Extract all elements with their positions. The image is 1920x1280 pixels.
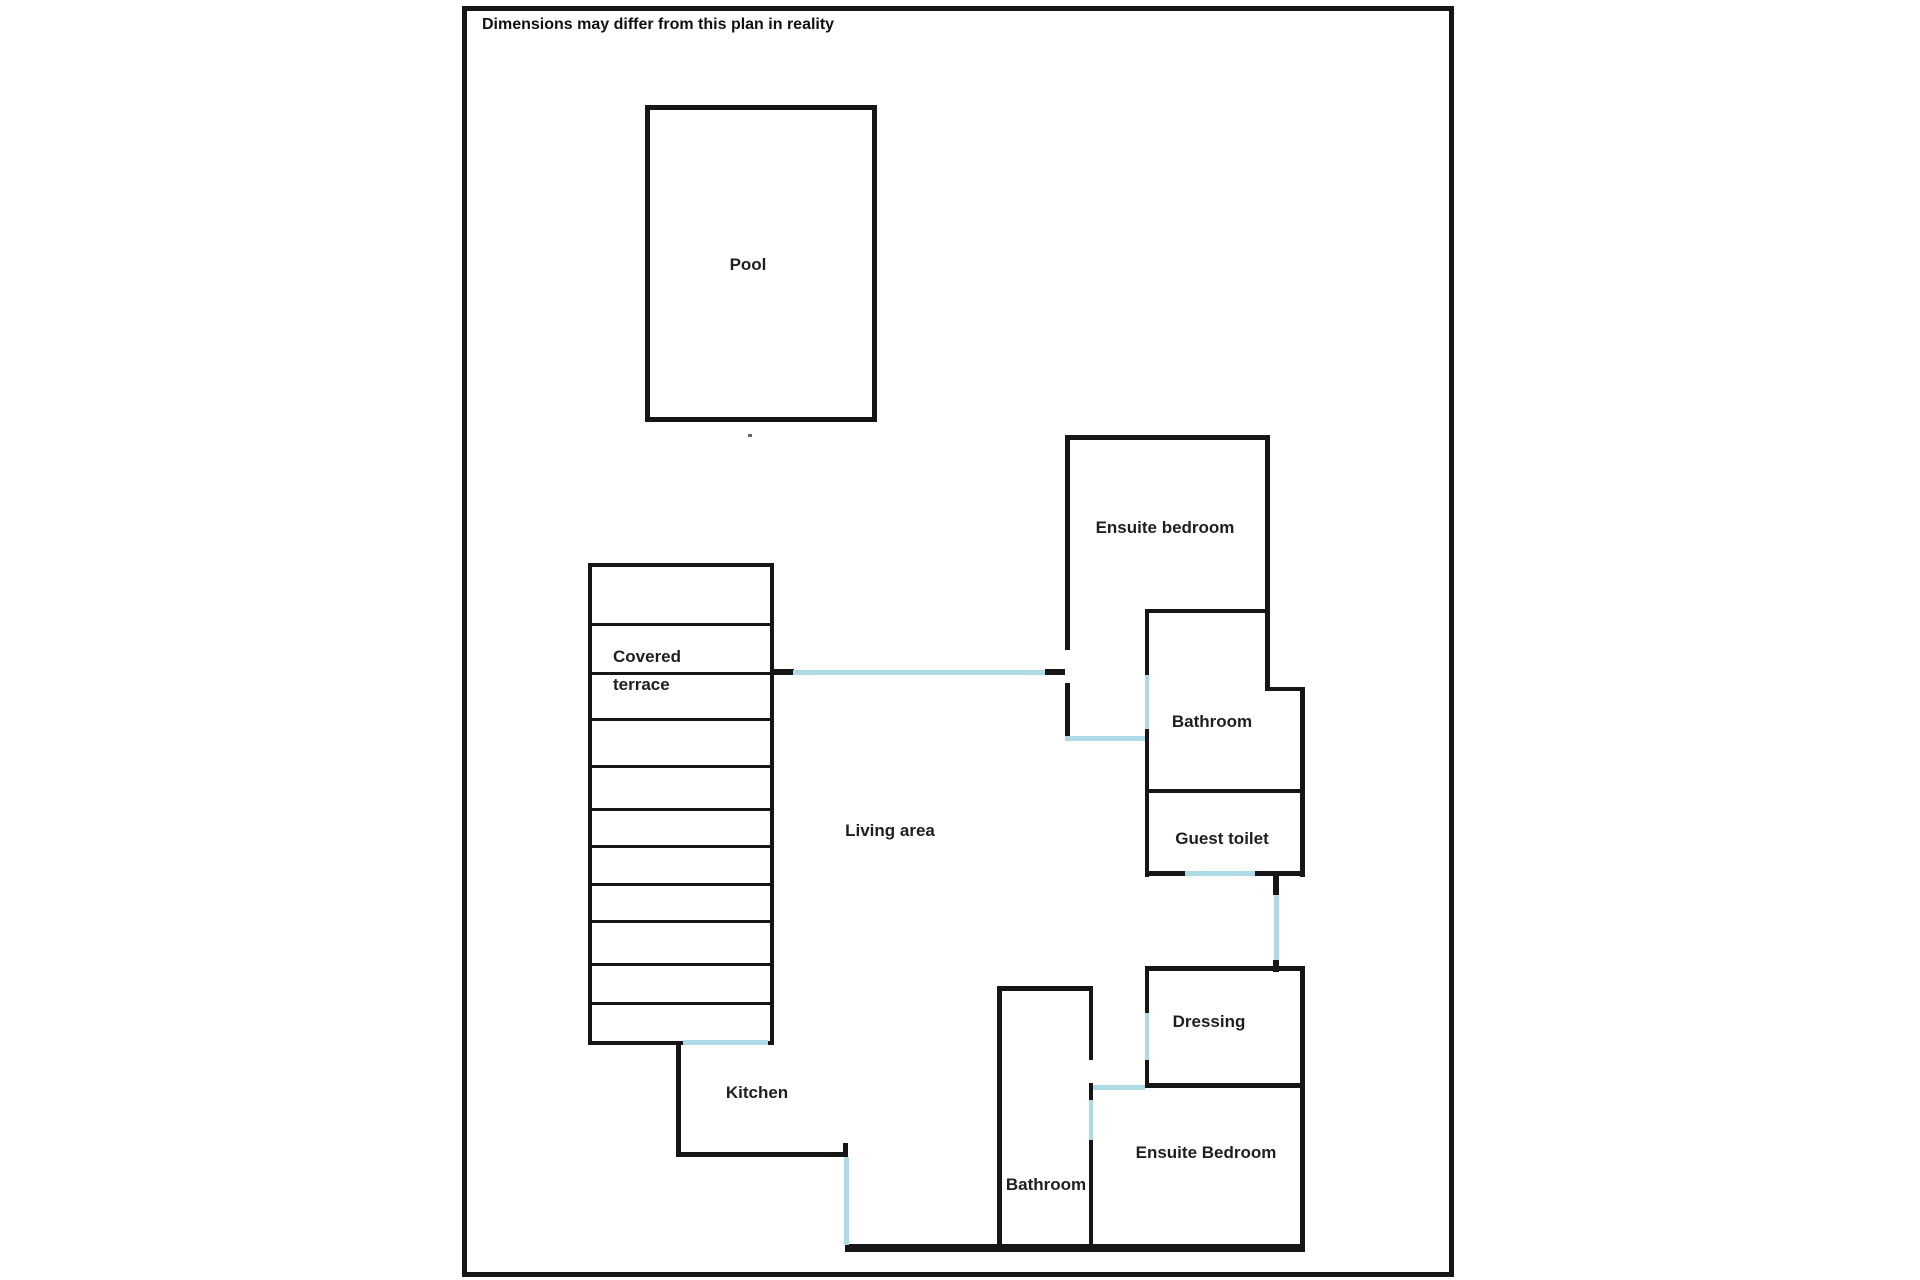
door-opening	[1145, 675, 1149, 729]
bathroom-top-label: Bathroom	[1171, 712, 1253, 731]
kitchen-label: Kitchen	[725, 1083, 789, 1102]
wall-segment	[1065, 435, 1070, 650]
wall-segment	[590, 920, 772, 923]
wall-segment	[590, 845, 772, 848]
wall-segment	[1145, 609, 1149, 675]
wall-segment	[1265, 435, 1270, 691]
terrace-outline	[588, 563, 774, 1045]
wall-segment	[1089, 986, 1093, 1060]
door-opening	[1093, 1085, 1145, 1090]
wall-segment	[843, 1143, 848, 1153]
wall-segment	[997, 986, 1093, 991]
wall-segment	[676, 1152, 848, 1157]
wall-segment	[1065, 683, 1070, 738]
wall-segment	[1065, 435, 1270, 440]
wall-segment	[1145, 789, 1305, 793]
wall-segment	[590, 963, 772, 966]
wall-segment	[590, 623, 772, 626]
wall-segment	[1265, 687, 1305, 691]
guest-toilet-label: Guest toilet	[1175, 829, 1269, 848]
ensuite-bedroom-top-label: Ensuite bedroom	[1095, 518, 1235, 537]
wall-segment	[1089, 1140, 1093, 1248]
pool-outline	[645, 105, 877, 422]
wall-segment	[1145, 609, 1270, 613]
wall-segment	[1145, 1083, 1305, 1088]
wall-segment	[1045, 669, 1065, 675]
door-opening	[1145, 1013, 1149, 1060]
door-opening	[1065, 736, 1145, 741]
wall-segment	[1145, 729, 1149, 877]
pool-label: Pool	[729, 255, 767, 274]
terrace-label-line1: Covered	[613, 647, 682, 666]
terrace-label-line2: terrace	[613, 675, 670, 694]
wall-segment	[590, 883, 772, 886]
stray-dot	[748, 434, 752, 437]
title-disclaimer: Dimensions may differ from this plan in …	[482, 16, 835, 33]
wall-segment	[590, 672, 772, 675]
wall-segment	[1145, 966, 1305, 971]
wall-segment	[1145, 871, 1185, 876]
wall-segment	[590, 718, 772, 721]
door-opening	[1274, 895, 1279, 962]
wall-segment	[1273, 876, 1279, 895]
wall-segment	[774, 669, 794, 675]
wall-segment	[590, 808, 772, 811]
door-opening	[844, 1157, 849, 1245]
wall-segment	[590, 765, 772, 768]
wall-segment	[590, 1002, 772, 1005]
living-area-label: Living area	[845, 821, 935, 840]
door-opening	[1185, 871, 1255, 876]
wall-segment	[1300, 966, 1305, 1250]
door-opening	[1089, 1100, 1093, 1140]
wall-segment	[1145, 1060, 1149, 1087]
wall-segment	[1145, 966, 1149, 1013]
wall-segment	[1089, 1083, 1093, 1100]
bathroom-bottom-label: Bathroom	[1005, 1175, 1087, 1194]
wall-segment	[997, 986, 1002, 1248]
wall-segment	[845, 1244, 1305, 1252]
wall-segment	[1300, 687, 1305, 877]
wall-segment	[1255, 871, 1305, 876]
wall-segment	[676, 1043, 681, 1157]
door-opening	[793, 670, 1045, 675]
door-opening	[683, 1040, 768, 1045]
dressing-label: Dressing	[1172, 1012, 1246, 1031]
ensuite-bedroom-bottom-label: Ensuite Bedroom	[1135, 1143, 1277, 1162]
